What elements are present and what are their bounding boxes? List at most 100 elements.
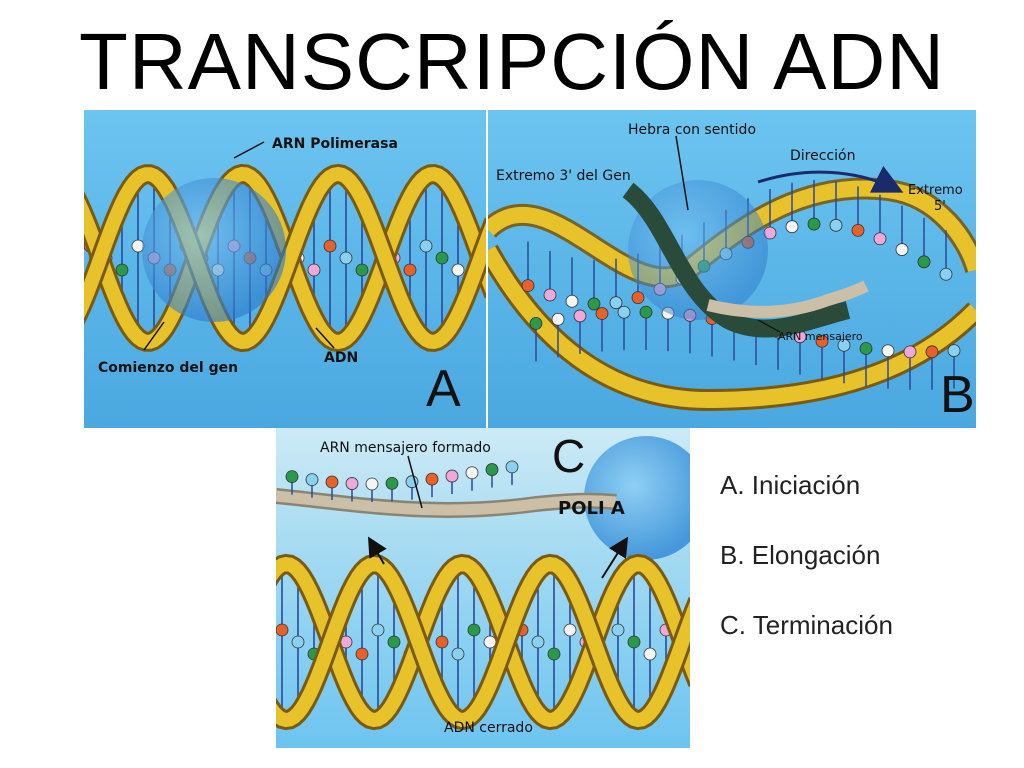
nucleotide-base [595,307,609,320]
nucleotide-base [807,217,821,231]
panel-elongation: Hebra con sentido Extremo 3' del Gen Dir… [488,110,976,428]
mrna-nucleotide [505,460,519,474]
label-mrna-formed: ARN mensajero formado [320,440,491,456]
nucleotide-base [543,288,557,302]
nucleotide-base [563,623,577,637]
label-closed-dna: ADN cerrado [444,720,533,736]
nucleotide-base [587,297,601,311]
nucleotide-base [435,635,449,649]
stage-initiation: A. Iniciación [720,470,861,500]
nucleotide-base [609,296,623,310]
mrna-nucleotide [345,477,359,490]
nucleotide-base [387,635,401,649]
panel-initiation: ARN Polimerasa Comienzo del gen ADN A [84,110,486,428]
direction-arrow [757,165,904,193]
mrna-nucleotide [285,470,299,484]
dna-front-strand [84,166,486,350]
panel-letter-b: B [940,366,975,424]
nucleotide-base [531,635,545,649]
dna-back-strand [276,556,690,728]
stage-elongation: B. Elongación [720,540,881,570]
nucleotide-base [917,255,931,269]
nucleotide-base [639,305,653,319]
page-title: TRANSCRIPCIÓN ADN [79,17,945,106]
label-rna-polymerase: ARN Polimerasa [272,136,398,152]
dna-helix-c [276,553,690,731]
stage-termination: C. Terminación [720,610,893,640]
nucleotide-base [451,263,465,277]
nucleotide-base [291,635,305,649]
nucleotide-base [435,251,449,265]
stage-legend: A. Iniciación B. Elongación C. Terminaci… [720,470,893,680]
nucleotide-base [565,294,579,308]
nucleotide-base [873,232,887,246]
initiation-diagram: ARN Polimerasa Comienzo del gen ADN A [84,110,486,428]
label-gene-start: Comienzo del gen [98,360,238,376]
nucleotide-base [115,263,129,277]
label-sense-strand: Hebra con sentido [628,122,756,138]
nucleotide-base [355,647,369,661]
mrna-nucleotide [305,473,319,487]
rna-polymerase-b [628,180,768,320]
nucleotide-base [403,263,417,277]
nucleotide-base [339,251,353,265]
label-gene-3-end: Extremo 3' del Gen [496,168,631,184]
mrna-nucleotide [425,472,439,486]
nucleotide-base [276,623,289,637]
dna-front-strand [276,556,690,728]
mrna-strand-b [706,280,869,318]
nucleotide-base [851,223,865,237]
label-end: Extremo [908,183,963,198]
mrna-pointer [757,319,781,333]
nucleotide-base [419,239,433,253]
nucleotide-base [483,635,497,649]
nucleotide-base [631,291,645,305]
nucleotide-base [925,345,939,359]
rna-polymerase [142,178,286,322]
nucleotide-base [785,220,799,234]
sense-strand-pointer [675,135,689,211]
nucleotide-base [903,345,917,359]
gene-start-pointer [143,321,165,351]
nucleotide-base [323,239,337,253]
polymerase-pointer [233,141,265,159]
nucleotide-base [829,218,843,232]
released-polymerase [584,436,690,560]
nucleotide-base [895,243,909,256]
label-mrna: ARN mensajero [778,330,863,343]
nucleotide-base [947,344,961,357]
nucleotide-base [521,279,535,293]
mrna-nucleotide [325,475,339,489]
mrna-nucleotide [485,463,499,476]
nucleotide-base [815,334,829,348]
sense-strand [622,182,851,338]
nucleotide-base [547,647,561,661]
nucleotide-base [881,344,895,358]
mrna-formed-pointer [407,455,423,509]
mrna-nucleotide [445,469,459,483]
release-arrow-left [367,536,387,565]
mrna-nucleotide [465,466,479,480]
release-arrow-right [601,536,629,579]
label-end-value: 5' [934,199,946,214]
panel-letter-c: C [552,430,585,482]
mrna-nucleotide [385,476,399,490]
nucleotide-base [617,305,631,319]
nucleotide-base [643,647,657,661]
panel-termination: ARN mensajero formado POLI A ADN cerrado… [276,428,690,748]
elongation-diagram: Hebra con sentido Extremo 3' del Gen Dir… [488,110,976,428]
mrna-nucleotide [365,477,379,491]
panel-letter-a: A [426,360,461,418]
termination-diagram: ARN mensajero formado POLI A ADN cerrado… [276,428,690,748]
nucleotide-base [467,623,481,637]
mrna-formed-strand [276,490,617,516]
nucleotide-base [627,635,641,649]
label-poly-a: POLI A [558,498,625,519]
nucleotide-base [307,263,321,277]
nucleotide-base [939,267,953,281]
nucleotide-base [573,309,587,323]
nucleotide-base [611,623,625,637]
dna-pointer [315,327,335,349]
nucleotide-base [529,317,543,330]
nucleotide-base [859,342,873,355]
